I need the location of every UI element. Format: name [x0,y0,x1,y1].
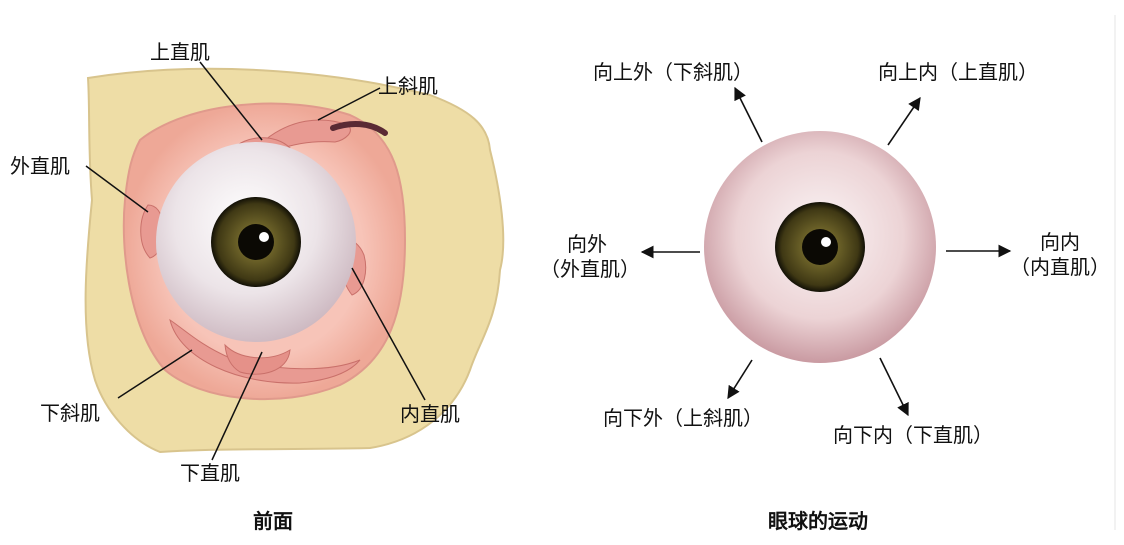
arrow-up-in [888,98,920,145]
label-superior-oblique: 上斜肌 [378,74,438,98]
label-down-in: 向下内（下直肌） [833,423,993,447]
label-in-muscle: （内直肌） [1010,255,1110,279]
label-inferior-oblique: 下斜肌 [40,401,100,425]
label-in-direction: 向内 [1040,230,1080,254]
label-superior-rectus: 上直肌 [150,40,210,64]
label-out-muscle: （外直肌） [540,257,640,281]
left-pupil [238,224,274,260]
label-out-direction: 向外 [567,232,607,256]
label-inferior-rectus: 下直肌 [180,461,240,485]
right-highlight [821,237,831,247]
left-highlight [259,232,269,242]
label-up-in: 向上内（上直肌） [878,60,1038,84]
caption-front-view: 前面 [253,505,293,534]
label-lateral-rectus: 外直肌 [10,154,70,178]
arrow-up-out [735,88,762,142]
front-view [86,62,504,460]
label-medial-rectus: 内直肌 [400,402,460,426]
arrow-down-out [728,360,752,398]
label-up-out: 向上外（下斜肌） [593,60,753,84]
caption-eye-movement: 眼球的运动 [768,505,868,534]
arrow-down-in [880,358,908,415]
movement-view [642,88,1010,415]
label-down-out: 向下外（上斜肌） [603,406,763,430]
right-pupil [802,229,838,265]
